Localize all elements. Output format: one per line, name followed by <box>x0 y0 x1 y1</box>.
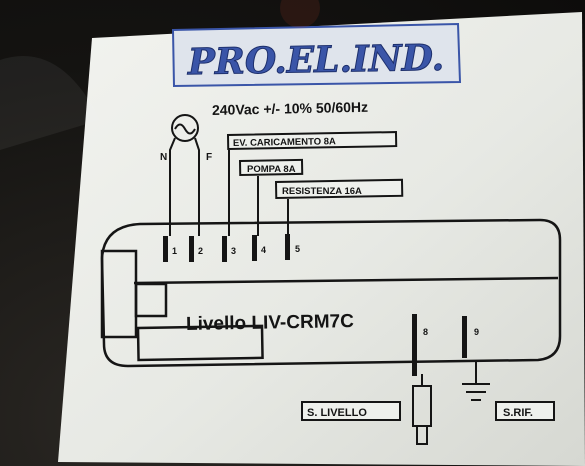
side-connector <box>100 249 168 339</box>
neutral-label: N <box>160 152 167 163</box>
terminal-3 <box>222 236 227 262</box>
output-pompa: POMPA 8A <box>238 158 304 236</box>
terminal-block-separator <box>133 276 559 285</box>
terminal-2-number: 2 <box>198 246 203 256</box>
terminal-3-number: 3 <box>231 246 236 256</box>
supply-wires <box>169 137 200 236</box>
terminal-8-number: 8 <box>423 327 428 337</box>
terminal-2 <box>189 236 194 262</box>
probe-label-s-rif: S.RIF. <box>495 401 555 421</box>
probe-label-s-livello-text: S. LIVELLO <box>307 407 367 419</box>
probe-label-s-livello: S. LIVELLO <box>301 401 401 421</box>
watermark-shape-2 <box>0 56 100 150</box>
label-plate <box>58 12 585 466</box>
terminal-8 <box>412 314 417 376</box>
terminal-1-number: 1 <box>172 246 177 256</box>
terminal-1 <box>163 236 168 262</box>
output-resistenza: RESISTENZA 16A <box>274 178 404 236</box>
brand-logo-text: PRO.EL.IND. <box>187 37 445 83</box>
output-resistenza-label: RESISTENZA 16A <box>282 186 362 197</box>
phase-label: F <box>206 152 212 163</box>
terminal-5-number: 5 <box>295 244 300 254</box>
ac-supply-icon <box>171 114 199 142</box>
device-model: Livello LIV-CRM7C <box>186 311 354 335</box>
ground-icon <box>462 360 490 401</box>
probe-label-s-rif-text: S.RIF. <box>503 407 533 419</box>
level-probe-icon <box>412 374 432 445</box>
device-body-outline <box>100 218 562 368</box>
watermark-shape <box>280 0 320 28</box>
output-ev-caricamento: EV. CARICAMENTO 8A <box>226 131 398 236</box>
terminal-5 <box>285 234 290 260</box>
brand-logo: PRO.EL.IND. <box>171 22 462 88</box>
terminal-4-number: 4 <box>261 245 266 255</box>
terminal-9-number: 9 <box>474 327 479 337</box>
display-window <box>136 324 264 362</box>
output-ev-caricamento-label: EV. CARICAMENTO 8A <box>233 136 336 149</box>
terminal-9 <box>462 316 467 358</box>
supply-rating: 240Vac +/- 10% 50/60Hz <box>212 99 368 118</box>
output-pompa-label: POMPA 8A <box>247 164 296 175</box>
terminal-4 <box>252 235 257 261</box>
terminal-block-main <box>163 234 290 262</box>
